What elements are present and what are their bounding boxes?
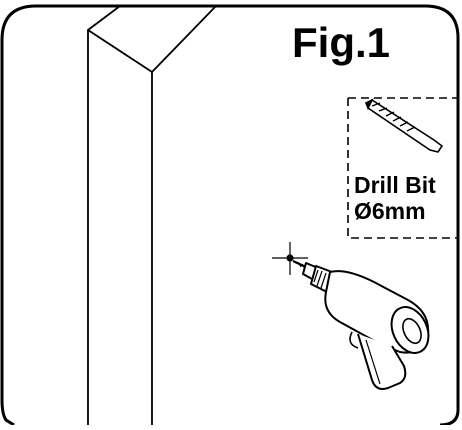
drill-bit-callout-box [347, 97, 458, 239]
power-drill-icon [292, 260, 430, 390]
door-panel [87, 5, 217, 425]
drill-bit-label: Drill Bit Ø6mm [354, 172, 436, 224]
drill-bit-name: Drill Bit [354, 172, 436, 198]
crosshair-mark-icon [272, 242, 308, 275]
drill-bit-icon [364, 98, 444, 153]
drill-bit-size: Ø6mm [354, 198, 426, 224]
figure-title: Fig.1 [292, 19, 391, 66]
figure-frame [0, 4, 460, 427]
